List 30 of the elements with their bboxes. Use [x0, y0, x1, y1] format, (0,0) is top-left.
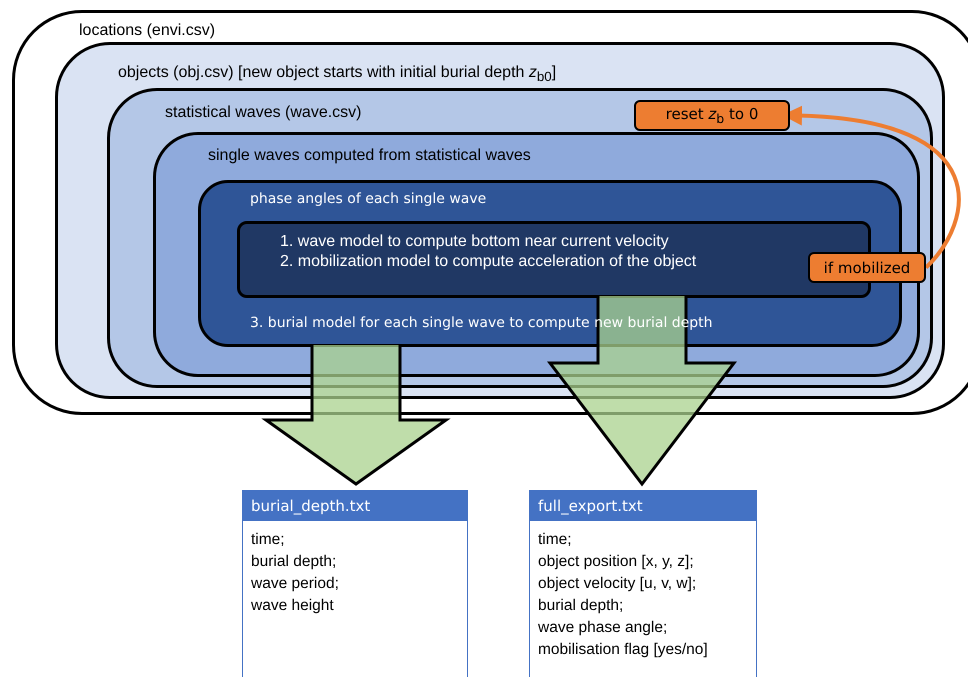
step-text: 1. wave model to compute bottom near current velocity: [280, 232, 669, 252]
box-label: if mobilized: [824, 258, 910, 276]
box-label: reset z$_{b}$ to 0: [666, 105, 758, 126]
field-label: burial depth;: [538, 596, 624, 616]
loop-label: single waves computed from statistical waves: [208, 146, 531, 166]
loop-label: objects (obj.csv) [new object starts with initial burial depth z$_{b0}$]: [118, 63, 556, 86]
status-box: [634, 100, 790, 131]
field-label: wave period;: [251, 574, 339, 594]
field-label: wave phase angle;: [538, 618, 668, 638]
file-name-header: full_export.txt: [530, 491, 756, 521]
loop-label: locations (envi.csv): [79, 21, 216, 41]
field-label: time;: [538, 530, 572, 550]
block-arrow: [546, 294, 738, 486]
field-label: object velocity [u, v, w];: [538, 574, 696, 594]
file-name-header: burial_depth.txt: [243, 491, 467, 521]
field-label: object position [x, y, z];: [538, 552, 694, 572]
block-arrow: [261, 344, 451, 486]
loop-label: phase angles of each single wave: [250, 191, 486, 208]
output-file-card: [529, 490, 757, 677]
output-file-card: [242, 490, 468, 677]
nested-loop-box: [107, 88, 933, 388]
field-label: wave height: [251, 596, 334, 616]
step-text: 2. mobilization model to compute acceleration of the object: [280, 252, 696, 272]
field-label: mobilisation flag [yes/no]: [538, 640, 708, 660]
field-label: burial depth;: [251, 552, 336, 572]
loop-label: statistical waves (wave.csv): [165, 103, 362, 123]
nested-loop-box: [153, 132, 920, 377]
nested-loop-box: [55, 42, 945, 399]
nested-loop-box: [12, 10, 968, 415]
field-label: time;: [251, 530, 285, 550]
